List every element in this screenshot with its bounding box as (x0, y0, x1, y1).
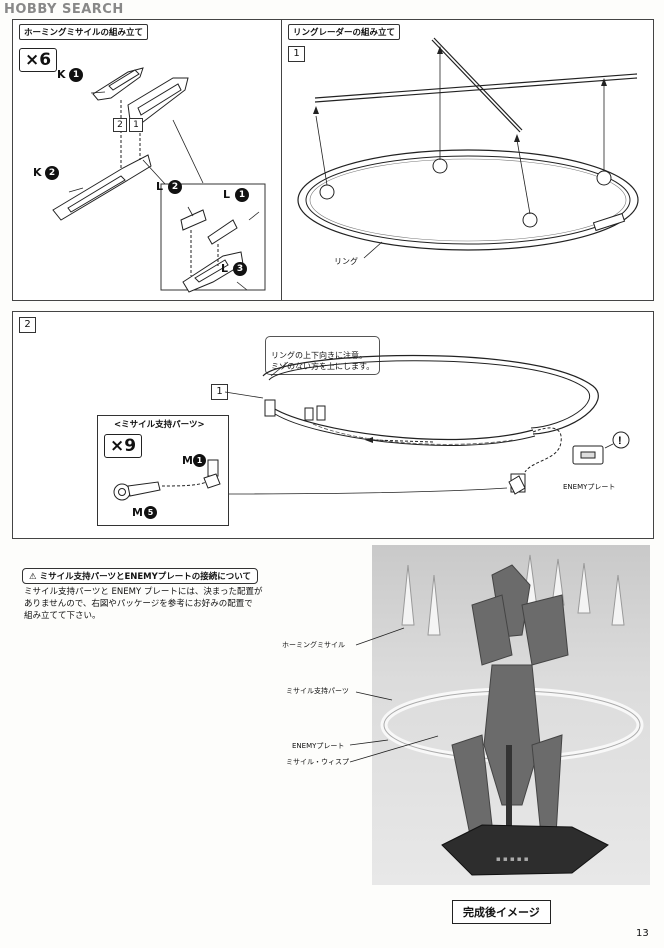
ring-radar-panel: リングレーダーの組み立て 1 (281, 19, 654, 301)
model-silhouette: ▪ ▪ ▪ ▪ ▪ (380, 554, 644, 876)
orientation-note-text: リングの上下向きに注意。 ミゾのない方を上にします。 (271, 351, 375, 371)
label-l1-letter: L (223, 188, 231, 201)
callout-missile-wisp: ミサイル・ウィスプ (286, 758, 349, 766)
completed-image-caption: 完成後イメージ (452, 900, 551, 924)
step2-ring-diagram: ! (220, 354, 630, 495)
callout-enemy-plate: ENEMYプレート (292, 742, 345, 750)
number-circle-m5: 5 (144, 506, 157, 519)
step-2-label: 2 (19, 317, 36, 333)
support-parts-box: <ミサイル支持パーツ> ×9 M 1 M 5 (97, 415, 229, 526)
homing-missile-diagram (52, 67, 266, 293)
number-circle-l1: 1 (235, 188, 249, 202)
label-k1-letter: K (57, 68, 66, 81)
number-circle-l3: 3 (233, 262, 247, 276)
callout-homing-missile: ホーミングミサイル (282, 641, 345, 649)
step-mark-2: 2 (113, 118, 127, 132)
ring-label: リング (334, 257, 358, 266)
support-parts-diagram (113, 459, 221, 501)
step-mark-1: 1 (129, 118, 143, 132)
label-m1-letter: M (182, 454, 193, 467)
completed-model-photo: ▪ ▪ ▪ ▪ ▪ (372, 545, 650, 885)
label-l2-letter: L (156, 180, 164, 193)
ring-radar-title: リングレーダーの組み立て (288, 24, 401, 40)
connection-title-box: ⚠ミサイル支持パーツとENEMYプレートの接続について (22, 568, 259, 584)
label-m5-letter: M (132, 506, 143, 519)
svg-text:!: ! (618, 435, 622, 447)
support-parts-title: <ミサイル支持パーツ> (114, 420, 205, 430)
number-circle-l2: 2 (168, 180, 182, 194)
quantity-x6: ×6 (19, 48, 58, 72)
number-circle-k2: 2 (45, 166, 59, 180)
number-circle-k1: 1 (69, 68, 83, 82)
svg-text:▪ ▪ ▪ ▪ ▪: ▪ ▪ ▪ ▪ ▪ (496, 855, 529, 863)
callout-support-parts: ミサイル支持パーツ (286, 687, 349, 695)
caution-icon: ⚠ (29, 572, 37, 582)
step2-panel: 2 リングの上下向きに注意。 ミゾのない方を上にします。 1 (12, 311, 654, 539)
connection-title: ミサイル支持パーツとENEMYプレートの接続について (39, 572, 252, 582)
watermark-logo: HOBBY SEARCH (4, 2, 124, 17)
step-1-label: 1 (288, 46, 305, 62)
label-k2-letter: K (33, 166, 42, 179)
quantity-x9: ×9 (104, 434, 143, 458)
ring-radar-diagram (297, 37, 639, 259)
enemy-plate-label: ENEMYプレート (563, 483, 616, 491)
label-l3-letter: L (221, 262, 229, 275)
homing-missile-title: ホーミングミサイルの組み立て (19, 24, 149, 40)
number-circle-m1: 1 (193, 454, 206, 467)
watermark-text: HOBBY SEARCH (4, 2, 124, 17)
orientation-note: リングの上下向きに注意。 ミゾのない方を上にします。 (265, 336, 381, 375)
connection-body: ミサイル支持パーツと ENEMY プレートには、決まった配置が ありませんので、… (24, 587, 263, 621)
page-number: 13 (636, 928, 649, 939)
